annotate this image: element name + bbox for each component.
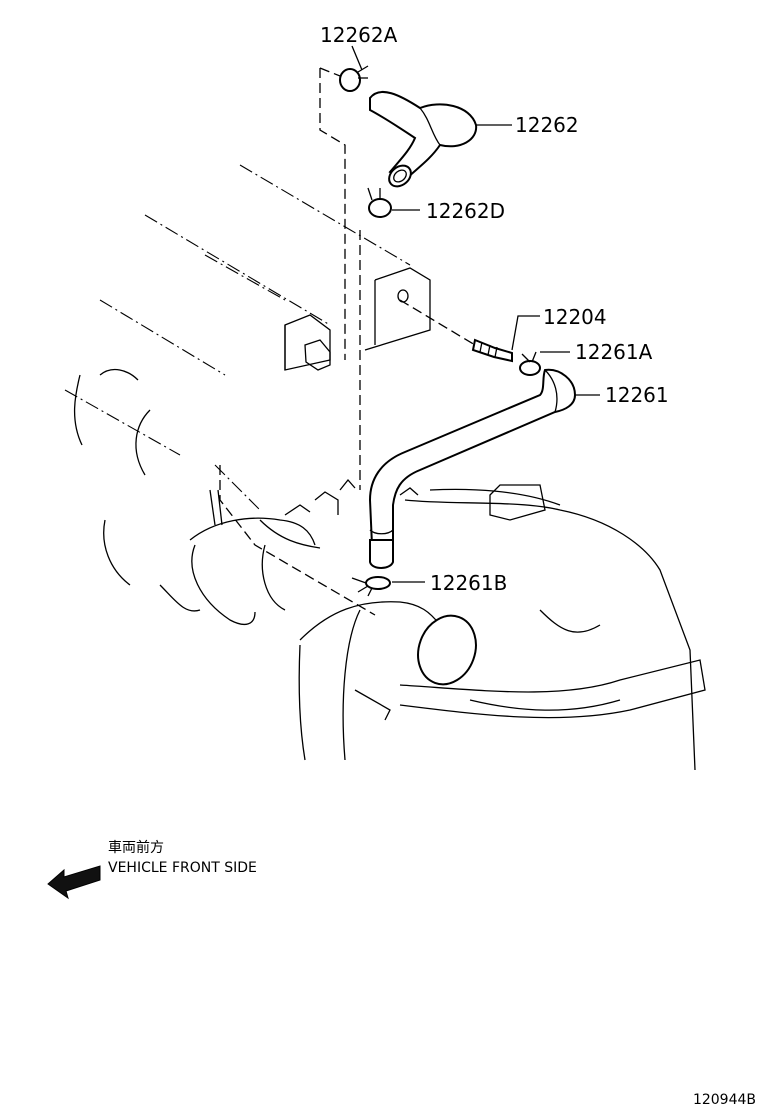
vehicle-front-indicator: 車両前方 VEHICLE FRONT SIDE <box>47 839 257 900</box>
part-12262-hose[interactable] <box>369 91 478 191</box>
part-label-12204: 12204 <box>543 305 607 329</box>
direction-label-en: VEHICLE FRONT SIDE <box>108 860 257 876</box>
part-label-12262A: 12262A <box>320 23 398 47</box>
part-label-12261: 12261 <box>605 383 669 407</box>
clip-12262A[interactable] <box>339 65 369 92</box>
part-label-12261A: 12261A <box>575 340 653 364</box>
arrow-left-icon <box>47 865 101 900</box>
part-label-12261B: 12261B <box>430 571 507 595</box>
direction-label-jp: 車両前方 <box>108 839 164 856</box>
clip-12262D[interactable] <box>367 187 392 218</box>
part-label-12262: 12262 <box>515 113 579 137</box>
part-12261-hose[interactable] <box>339 368 577 569</box>
engine-outline <box>64 164 706 771</box>
figure-code: 120944B <box>693 1092 756 1108</box>
clip-12261A[interactable] <box>519 351 541 376</box>
leader-lines <box>351 45 600 583</box>
part-label-12262D: 12262D <box>426 199 505 223</box>
clip-12261B[interactable] <box>351 576 391 597</box>
part-12204-pcv-valve[interactable] <box>471 338 513 363</box>
